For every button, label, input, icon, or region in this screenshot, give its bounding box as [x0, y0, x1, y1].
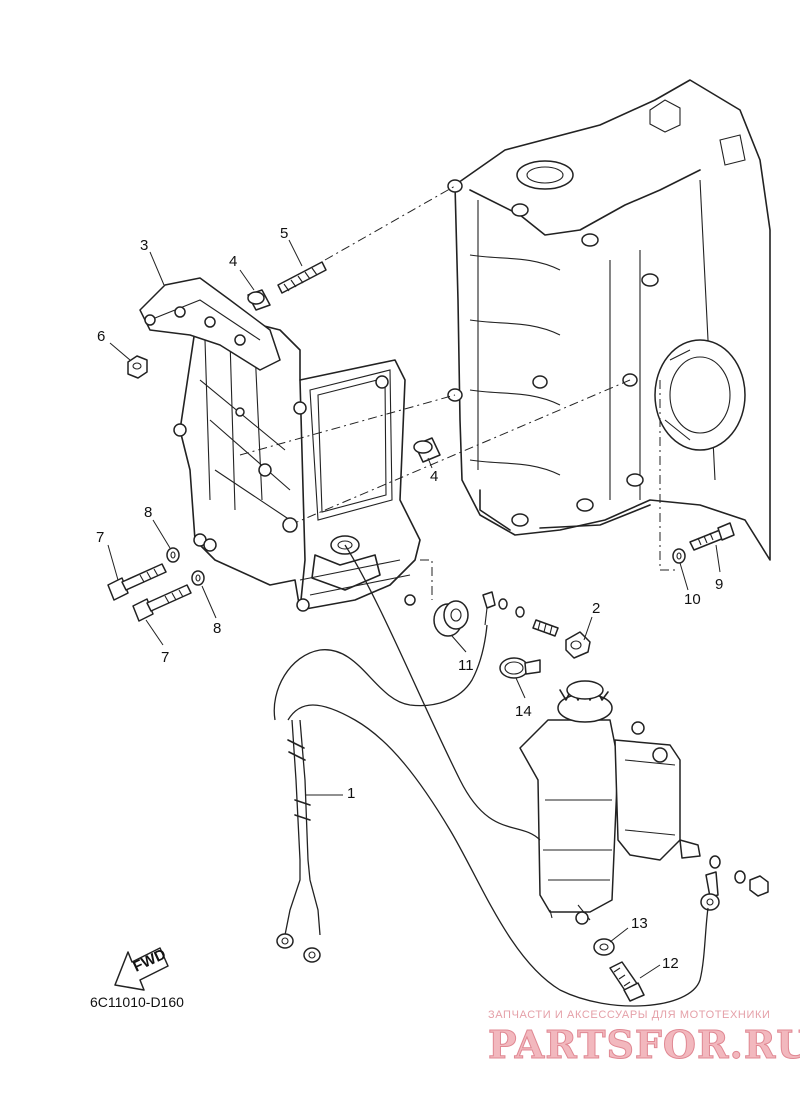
- callout-9: 9: [715, 576, 723, 593]
- callout-4-upper: 4: [229, 253, 237, 270]
- terminal-hardware-row: [482, 591, 559, 637]
- alignment-lines: [239, 185, 675, 600]
- part-9-bolt: [689, 522, 735, 551]
- part-8-washer-lower: [191, 570, 205, 586]
- callout-8-lower: 8: [213, 620, 221, 637]
- part-1-wire-lead: [273, 544, 709, 1007]
- callout-11: 11: [458, 657, 474, 674]
- part-11-grommet: [433, 600, 469, 637]
- callout-13: 13: [631, 915, 648, 932]
- engine-block: [447, 79, 771, 561]
- watermark-tagline: ЗАПЧАСТИ И АКСЕССУАРЫ ДЛЯ МОТОТЕХНИКИ: [488, 1009, 771, 1021]
- watermark-brand: PARTSFOR.RU: [488, 1022, 800, 1068]
- fwd-arrow-icon: FWD: [114, 946, 169, 991]
- callout-2: 2: [592, 600, 600, 617]
- part-10-washer: [672, 548, 686, 564]
- callout-14: 14: [515, 703, 532, 720]
- part-13-washer: [593, 938, 615, 956]
- part-5-stud-bolt: [277, 261, 327, 294]
- electrical-bracket: [173, 319, 421, 612]
- callouts: 1 2 3 4 4 5 6 7 7 8 8 9 10 11 12 13 14: [96, 225, 723, 979]
- callout-6: 6: [97, 328, 105, 345]
- callout-8-upper: 8: [144, 504, 152, 521]
- callout-7-upper: 7: [96, 529, 104, 546]
- part-3-clamp: [139, 277, 281, 371]
- callout-3: 3: [140, 237, 148, 254]
- callout-4-lower: 4: [430, 468, 438, 485]
- part-6-nut: [127, 355, 148, 379]
- part-4-collar-upper: [247, 289, 271, 311]
- starter-hardware: [700, 855, 769, 911]
- callout-10: 10: [684, 591, 701, 608]
- part-14-clamp-band: [499, 657, 541, 679]
- callout-7-lower: 7: [161, 649, 169, 666]
- part-4-collar-lower: [413, 437, 441, 463]
- part-7-bolt-upper: [107, 563, 167, 601]
- part-12-bolt: [609, 961, 645, 1002]
- part-7-bolt-lower: [132, 584, 192, 622]
- part-8-washer-upper: [166, 547, 180, 563]
- part-2-cap: [565, 631, 591, 659]
- diagram-code: 6C11010-D160: [90, 994, 184, 1010]
- callout-12: 12: [662, 955, 679, 972]
- callout-5: 5: [280, 225, 288, 242]
- callout-1: 1: [347, 785, 355, 802]
- starter-motor: [519, 680, 701, 925]
